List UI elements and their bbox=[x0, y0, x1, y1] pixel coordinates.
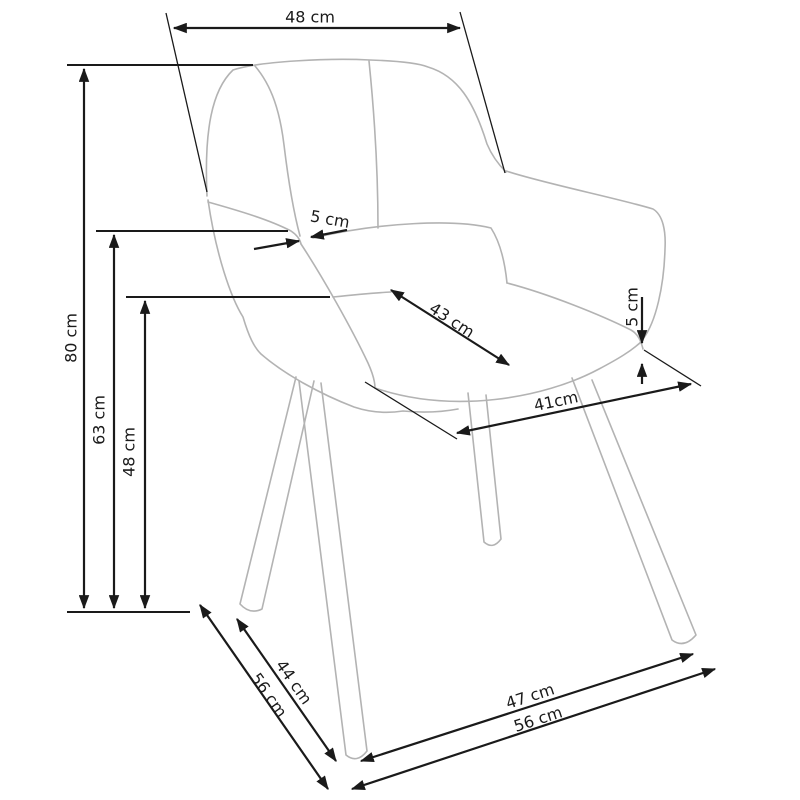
arrow-armrest-thickness-left bbox=[253, 238, 301, 251]
chair-outline-group bbox=[205, 58, 697, 760]
chair-armrest-rail bbox=[312, 222, 508, 284]
label-armrest-thickness: 5 cm bbox=[309, 206, 351, 232]
label-armrest-height: 63 cm bbox=[90, 395, 109, 445]
arrow-seat-depth bbox=[390, 289, 510, 366]
chair-backrest-left-seam bbox=[254, 65, 301, 237]
chair-right-armrest-outline bbox=[505, 170, 666, 340]
chair-seat-front-edge bbox=[374, 339, 644, 403]
extension-line-top-right bbox=[459, 11, 506, 174]
extension-line-top-left bbox=[165, 12, 208, 193]
label-cushion-thickness: 5 cm bbox=[623, 287, 642, 327]
arrow-seat-front-width bbox=[455, 381, 693, 436]
chair-leg-front-right bbox=[571, 377, 697, 645]
arrow-leg-span-width bbox=[359, 652, 695, 763]
chair-left-armrest-top-edge bbox=[207, 201, 302, 245]
extension-line-seat-front-right bbox=[643, 349, 702, 387]
label-backrest-width: 48 cm bbox=[285, 8, 335, 27]
arrow-overall-width bbox=[350, 667, 717, 791]
label-seat-height: 48 cm bbox=[120, 427, 139, 477]
arrow-overall-depth bbox=[199, 604, 329, 790]
arrow-armrest-thickness-right bbox=[309, 228, 348, 240]
extension-line-seat-front-left bbox=[364, 381, 458, 440]
arrow-leg-span-depth bbox=[236, 618, 337, 762]
chair-backrest-center-seam bbox=[368, 60, 379, 229]
chair-leg-front-left bbox=[298, 380, 368, 760]
chair-left-side-underframe bbox=[207, 199, 459, 413]
chair-left-armrest-front-edge bbox=[300, 243, 376, 389]
chair-seat-back-edge bbox=[332, 291, 392, 298]
label-seat-depth: 43 cm bbox=[426, 299, 478, 342]
chair-leg-rear-right bbox=[467, 392, 502, 547]
dimension-arrows-group bbox=[78, 22, 717, 791]
label-total-height: 80 cm bbox=[62, 313, 81, 363]
extension-lines-group bbox=[67, 11, 702, 614]
chair-backrest-outline bbox=[205, 58, 507, 197]
